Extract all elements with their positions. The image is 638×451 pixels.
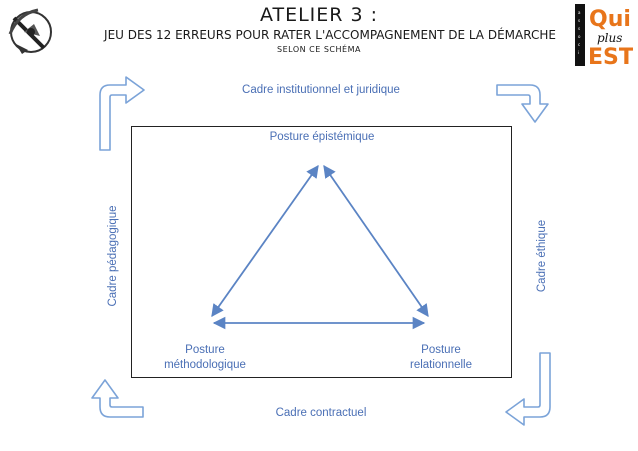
brand-text-qui: Qui (589, 7, 631, 32)
vertex-label-relationnelle-2: relationnelle (409, 359, 472, 371)
arrow-epistemique-methodologique (211, 164, 319, 318)
svg-text:c: c (578, 42, 580, 47)
brand-text-est: EST (588, 45, 633, 66)
page-subtitle: Jeu des 12 erreurs pour rater l'accompag… (104, 28, 556, 42)
svg-text:i: i (578, 50, 579, 55)
page-subtitle-note: selon ce schéma (277, 45, 361, 54)
frame-label-bottom: Cadre contractuel (275, 407, 367, 419)
frame-label-top: Cadre institutionnel et juridique (242, 84, 400, 96)
svg-text:a: a (578, 10, 581, 15)
svg-text:o: o (578, 34, 581, 39)
vertex-label-relationnelle-1: Posture (421, 344, 461, 356)
cycle-arrow-top-right-icon (496, 84, 549, 123)
vertex-label-methodologique-1: Posture (185, 344, 225, 356)
diagram-frame (131, 126, 512, 378)
compass-logo-icon (8, 8, 52, 54)
cycle-arrow-bottom-left-icon (91, 379, 144, 418)
page-title: Atelier 3 : (259, 4, 379, 26)
svg-text:s: s (578, 18, 580, 23)
svg-text:s: s (578, 26, 580, 31)
arrow-epistemique-relationnelle (323, 164, 429, 318)
cycle-arrow-top-left-icon (99, 76, 145, 151)
vertex-label-methodologique-2: méthodologique (164, 359, 246, 371)
cycle-arrow-bottom-right-icon (505, 352, 551, 426)
brand-text-plus: plus (597, 31, 622, 45)
vertex-label-epistemique: Posture épistémique (269, 131, 375, 143)
